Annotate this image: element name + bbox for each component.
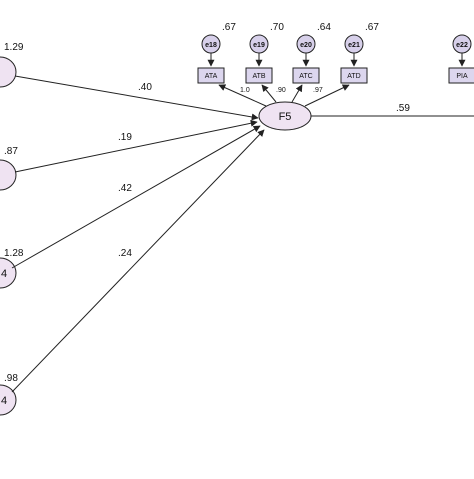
indicator-box-atc (292, 67, 320, 84)
exogenous-variance-4: .98 (4, 373, 18, 384)
loading-coef-ata: 1.0 (240, 87, 250, 94)
exogenous-variance-1: 1.29 (4, 42, 24, 53)
indicator-box-pia (448, 67, 474, 84)
error-label-e22: e22 (456, 42, 468, 49)
exogenous-ellipse-3 (0, 257, 17, 289)
outcome-path-coef: .59 (396, 103, 410, 114)
indicator-box-atb (245, 67, 273, 84)
path-arrow-1 (14, 75, 259, 121)
loading-arrow-ata (218, 84, 267, 107)
path-coef-1: .40 (138, 82, 152, 93)
indicator-label-atc: ATC (299, 73, 312, 80)
error-label-e21: e21 (348, 42, 360, 49)
exogenous-ellipse-2 (0, 159, 17, 191)
exogenous-variance-3: 1.28 (4, 248, 24, 259)
indicator-box-atd (340, 67, 368, 84)
error-label-e19: e19 (253, 42, 265, 49)
error-variance-e18: .67 (222, 22, 236, 33)
exogenous-ellipse-4 (0, 384, 17, 416)
path-arrow-4 (11, 129, 265, 393)
indicator-label-atd: ATD (347, 73, 360, 80)
loading-coef-atc: .97 (313, 87, 323, 94)
exogenous-label-3: 4 (1, 268, 7, 280)
loading-arrow-atd (304, 84, 350, 107)
path-coef-3: .42 (118, 183, 132, 194)
indicator-label-pia: PIA (456, 73, 468, 80)
exogenous-ellipse-1 (0, 56, 17, 88)
error-label-e18: e18 (205, 42, 217, 49)
indicator-label-atb: ATB (252, 73, 265, 80)
exogenous-label-4: 4 (1, 395, 7, 407)
indicator-label-ata: ATA (205, 73, 218, 80)
error-variance-e21: .67 (365, 22, 379, 33)
path-coef-4: .24 (118, 248, 132, 259)
indicator-box-ata (197, 67, 225, 84)
error-variance-e19: .70 (270, 22, 284, 33)
loading-coef-atb: .90 (276, 87, 286, 94)
error-label-e20: e20 (300, 42, 312, 49)
path-arrow-2 (14, 119, 258, 173)
path-coef-2: .19 (118, 132, 132, 143)
loading-arrow-atc (291, 84, 303, 103)
path-arrow-3 (11, 125, 261, 269)
error-variance-e20: .64 (317, 22, 331, 33)
latent-f5-label: F5 (279, 111, 292, 123)
loading-arrow-atb (261, 84, 277, 103)
exogenous-variance-2: .87 (4, 146, 18, 157)
